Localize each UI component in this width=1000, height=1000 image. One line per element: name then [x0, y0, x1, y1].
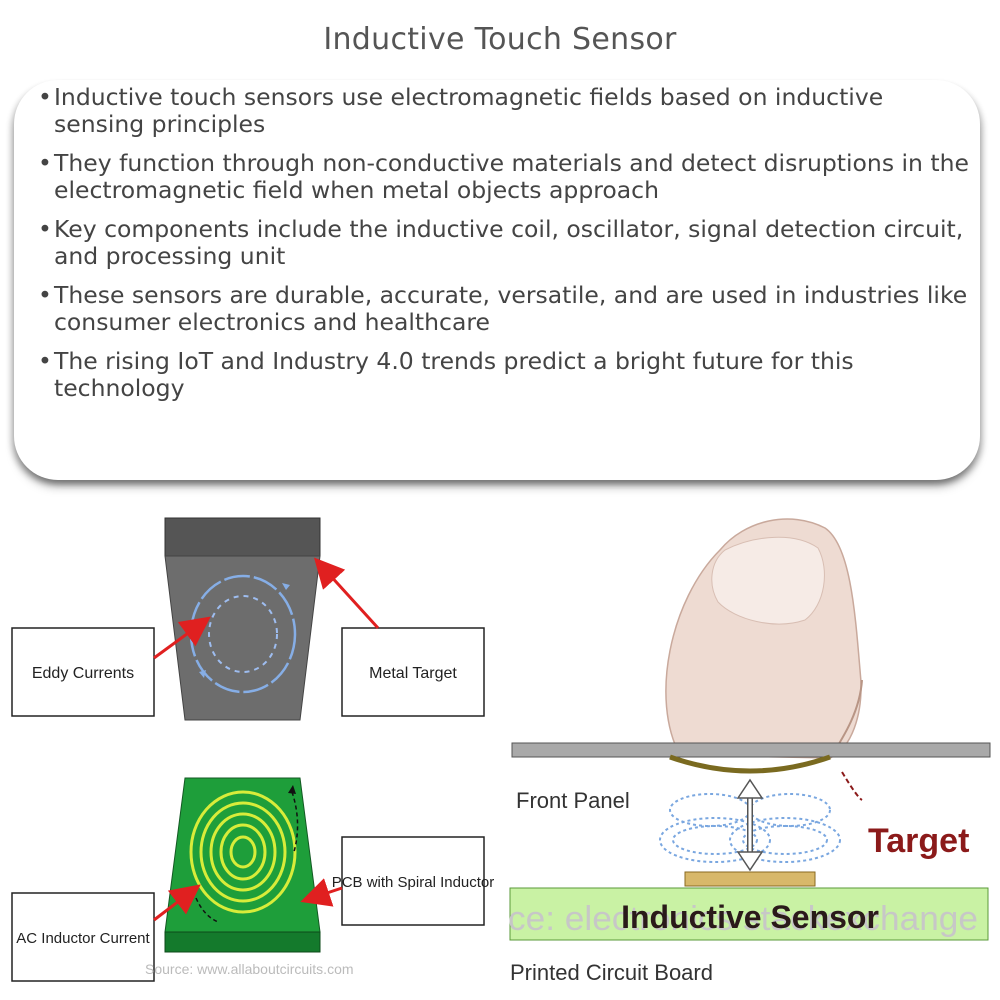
deflected-target [669, 754, 831, 774]
ac-arrow [153, 884, 201, 922]
watermark-text: ce: electronics stackexchange [508, 900, 978, 938]
ac-current-label: AC Inductor Current [16, 930, 150, 947]
eddy-current-diagram: Eddy Currents Metal Target PCB with Spir… [11, 517, 495, 982]
bullet-item: •These sensors are durable, accurate, ve… [38, 281, 968, 336]
bullet-item: •Key components include the inductive co… [38, 215, 964, 270]
summary-card [14, 80, 980, 480]
inductive-sensor-label: Inductive Sensor [621, 899, 879, 935]
metal-target-box [341, 627, 485, 717]
distance-arrow [736, 778, 764, 872]
front-panel-label: Front Panel [516, 788, 630, 813]
sensor-coil [684, 871, 816, 887]
pcb-arrow [300, 878, 343, 907]
eddy-currents-box [11, 627, 155, 717]
bullet-text: The rising IoT and Industry 4.0 trends p… [54, 347, 854, 402]
metal-target-block [164, 517, 321, 721]
inductive-sensor-diagram: Front Panel Target ce: electronics stack… [508, 518, 991, 985]
bullet-item: •They function through non-conductive ma… [38, 149, 969, 204]
source-caption: Source: www.allaboutcircuits.com [145, 961, 354, 977]
bullet-text: Key components include the inductive coi… [54, 215, 964, 270]
pcb-spiral-label: PCB with Spiral Inductor [332, 874, 495, 891]
ac-current-box [11, 892, 155, 982]
bullet-item: •The rising IoT and Industry 4.0 trends … [38, 347, 854, 402]
sensor-pcb [509, 887, 989, 941]
bullet-text: Inductive touch sensors use electromagne… [54, 83, 884, 138]
target-pointer [841, 771, 863, 801]
eddy-arrow [153, 616, 211, 660]
metal-arrow [313, 557, 380, 630]
pcb-spiral-box [341, 836, 485, 926]
eddy-currents-label: Eddy Currents [32, 665, 134, 682]
front-panel [511, 742, 991, 758]
bullet-item: •Inductive touch sensors use electromagn… [38, 83, 884, 138]
pcb-label: Printed Circuit Board [510, 960, 713, 985]
bullet-list: •Inductive touch sensors use electromagn… [36, 84, 976, 414]
finger-illustration [665, 518, 863, 759]
bullet-text: They function through non-conductive mat… [54, 149, 969, 204]
metal-target-label: Metal Target [369, 665, 457, 682]
target-label: Target [868, 822, 969, 860]
bullet-text: These sensors are durable, accurate, ver… [54, 281, 968, 336]
page-title: Inductive Touch Sensor [323, 22, 677, 57]
pcb-spiral-block [164, 777, 321, 953]
